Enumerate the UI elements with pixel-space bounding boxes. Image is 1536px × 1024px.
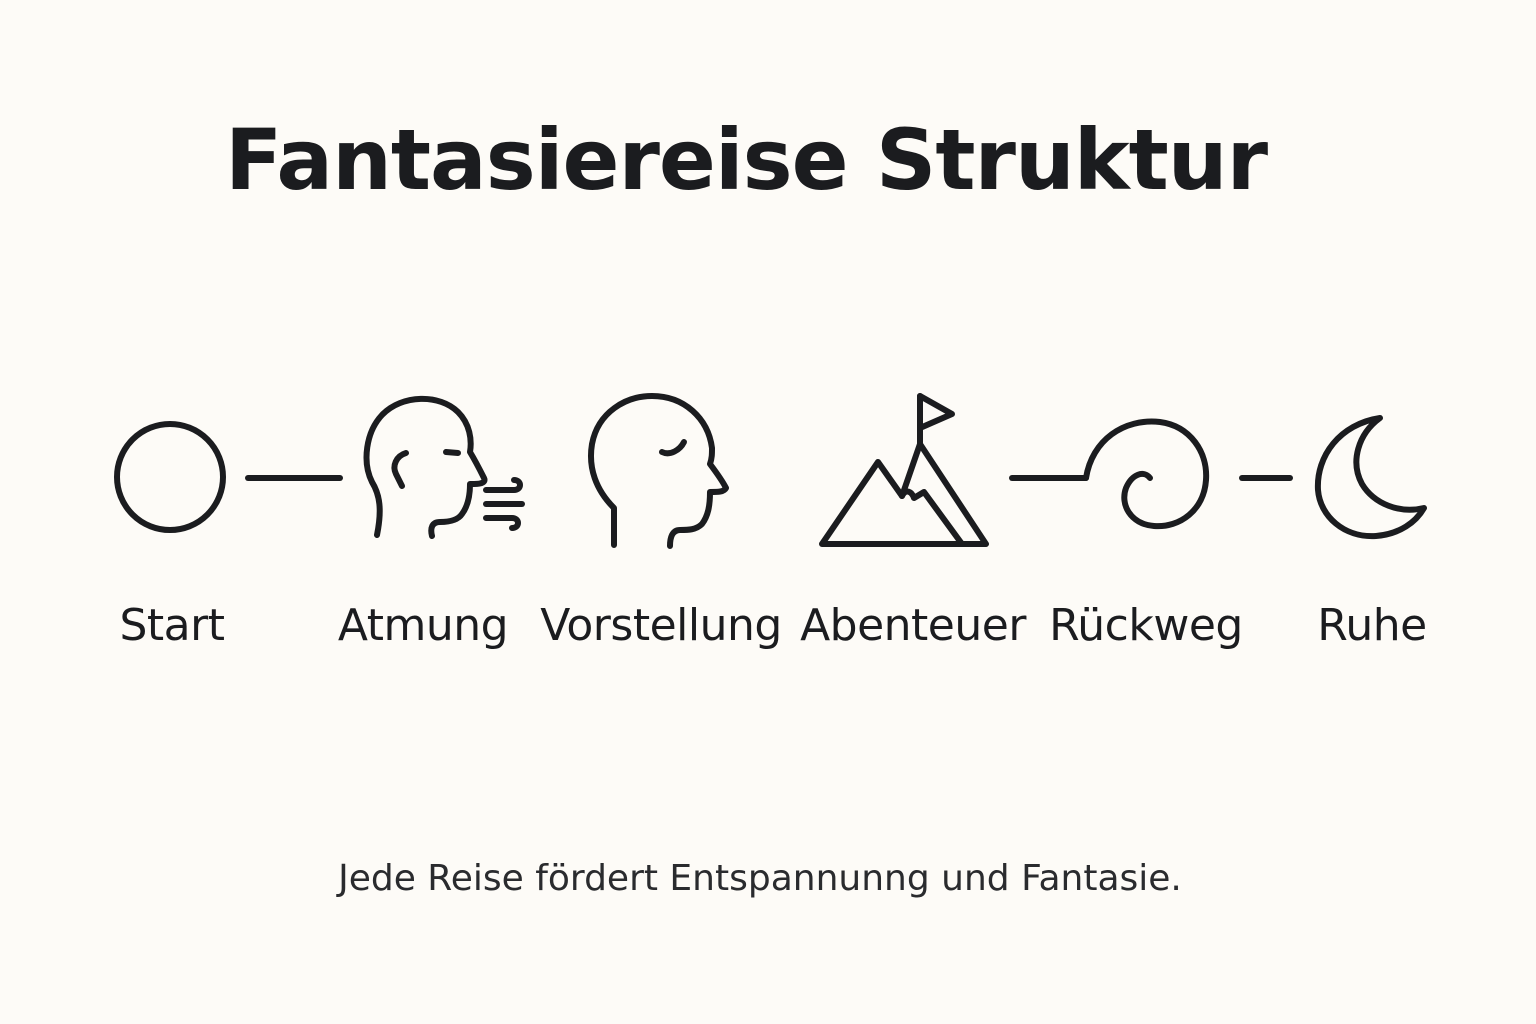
page-title: Fantasiereise Struktur (224, 111, 1268, 209)
step-label-abenteuer: Abenteuer (800, 600, 1026, 651)
step-label-start: Start (119, 600, 226, 651)
spiral-icon (1083, 418, 1210, 530)
step-label-ruhe: Ruhe (1317, 600, 1427, 651)
mountain-flag-icon (819, 393, 989, 547)
step-label-atmung: Atmung (337, 600, 509, 651)
circle-icon (114, 421, 226, 533)
imagining-head-icon (588, 393, 729, 549)
breathing-head-icon (363, 395, 525, 539)
step-label-vorstellung: Vorstellung (540, 600, 782, 651)
step-label-rueckweg: Rückweg (1049, 600, 1243, 651)
footer-caption: Jede Reise fördert Entspannunng und Fant… (338, 858, 1182, 899)
moon-icon (1314, 415, 1427, 540)
